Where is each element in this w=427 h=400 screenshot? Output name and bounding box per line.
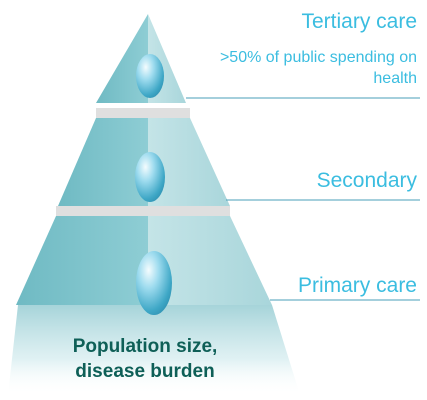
tier-note-tertiary: >50% of public spending on health xyxy=(219,49,417,87)
tier-title-tertiary: Tertiary care xyxy=(301,10,417,33)
pyramid-base-reflection xyxy=(8,305,300,395)
tier-title-primary: Primary care xyxy=(297,274,417,297)
tier-note-clip: >50% of public spending on health xyxy=(177,47,417,95)
tier-primary-block xyxy=(16,206,272,305)
tier-secondary-block xyxy=(58,108,230,206)
primary-orb-icon xyxy=(136,251,172,315)
base-label-line2: disease burden xyxy=(75,361,215,382)
tier-title-secondary: Secondary xyxy=(316,169,417,192)
base-label-line1: Population size, xyxy=(72,336,218,357)
pyramid-base-label: Population size, disease burden xyxy=(40,334,250,384)
secondary-orb-icon xyxy=(135,152,165,202)
tertiary-orb-icon xyxy=(136,54,164,98)
